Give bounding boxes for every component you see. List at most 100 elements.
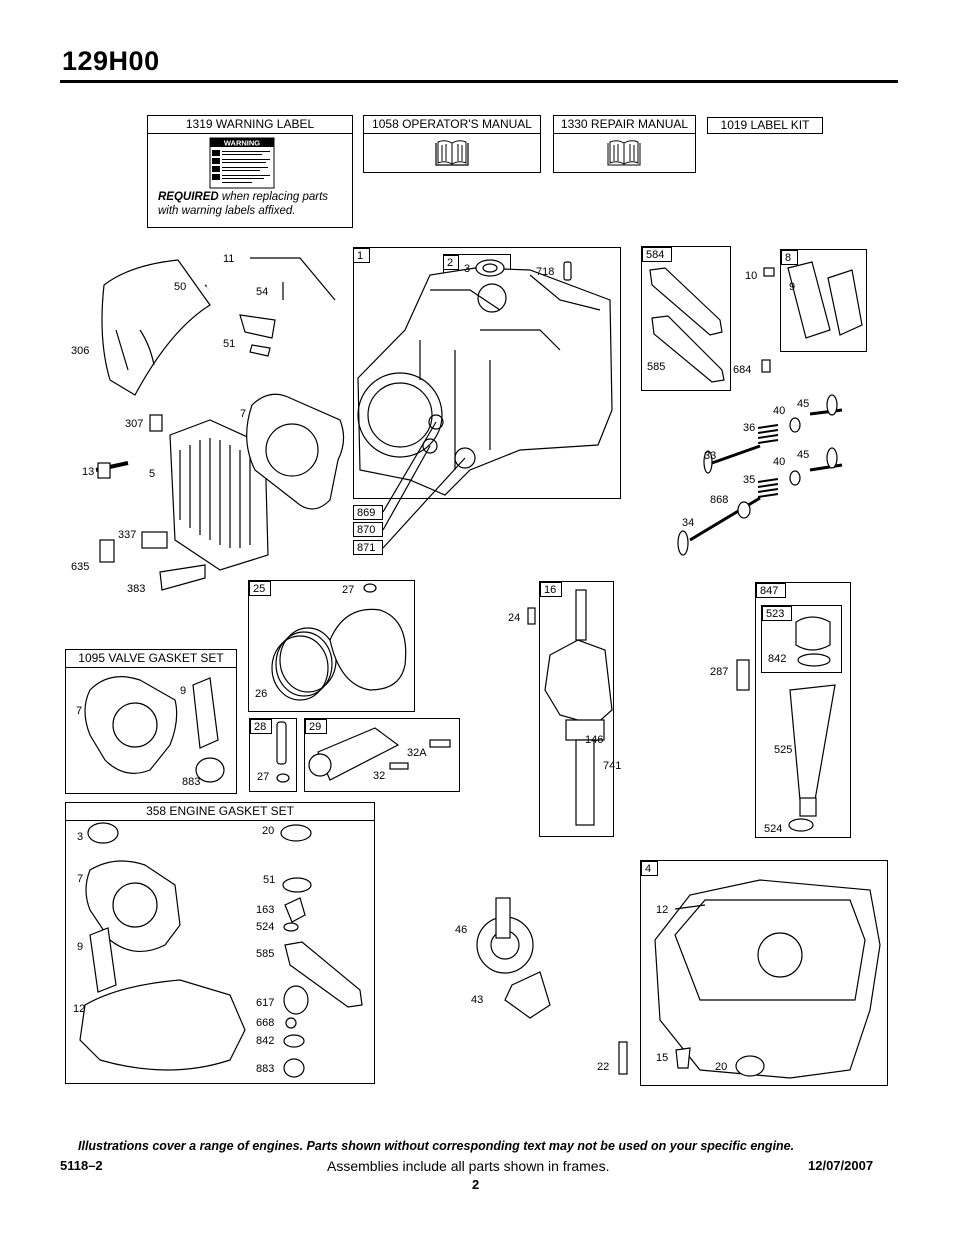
vg-callout-883: 883: [182, 776, 201, 788]
footer-page-number: 2: [472, 1177, 480, 1192]
footer-disclaimer: Illustrations cover a range of engines. …: [78, 1139, 795, 1153]
frame-tag-847: 847: [756, 583, 786, 598]
callout-27-piston: 27: [342, 584, 355, 596]
callout-15: 15: [656, 1052, 669, 1064]
callout-5: 5: [149, 468, 156, 480]
label-kit-title: 1019 LABEL KIT: [720, 118, 810, 132]
head-gasket-7: [246, 393, 345, 510]
engine-gasket-set-title: 358 ENGINE GASKET SET: [66, 803, 374, 821]
callout-585: 585: [647, 361, 666, 373]
callout-54: 54: [256, 286, 269, 298]
pin-28: [276, 721, 290, 783]
callout-842: 842: [768, 653, 787, 665]
dipstick-847: [736, 616, 836, 832]
callout-383: 383: [127, 583, 146, 595]
title-rule: [60, 80, 898, 83]
callout-7: 7: [240, 408, 247, 420]
frame-tag-870: 870: [353, 522, 383, 537]
callout-24: 24: [508, 612, 521, 624]
warning-label-box: 1319 WARNING LABEL WARNING REQUIRED when…: [147, 115, 353, 228]
callout-868: 868: [710, 494, 729, 506]
callout-40-lower: 40: [773, 456, 786, 468]
footer-assemblies-note: Assemblies include all parts shown in fr…: [327, 1158, 610, 1174]
cylinder-block-1: [357, 267, 613, 549]
operators-manual-box: 1058 OPERATOR'S MANUAL: [363, 115, 541, 173]
eg-callout-12: 12: [73, 1003, 86, 1015]
manual-book-icon: [607, 140, 641, 166]
page-title: 129H00: [62, 46, 160, 76]
vg-callout-9: 9: [180, 685, 187, 697]
valves: [677, 394, 843, 556]
frame-tag-523: 523: [762, 606, 792, 621]
callout-635: 635: [71, 561, 90, 573]
callout-12: 12: [656, 904, 669, 916]
warning-label-icon-text: WARNING: [224, 139, 260, 148]
footer-date: 12/07/2007: [808, 1158, 874, 1173]
frame-tag-871: 871: [353, 540, 383, 555]
eg-callout-20: 20: [262, 825, 275, 837]
eg-callout-7: 7: [77, 873, 84, 885]
callout-10: 10: [745, 270, 758, 282]
callout-33: 33: [704, 450, 717, 462]
repair-manual-box: 1330 REPAIR MANUAL: [553, 115, 696, 173]
eg-callout-524: 524: [256, 921, 275, 933]
frame-tag-1: 1: [353, 248, 370, 263]
eg-callout-3: 3: [77, 831, 84, 843]
valve-gasket-set-title: 1095 VALVE GASKET SET: [66, 650, 236, 668]
repair-manual-title: 1330 REPAIR MANUAL: [554, 116, 695, 134]
frame-tag-29: 29: [305, 719, 327, 734]
breather-8: [761, 261, 863, 373]
callout-287: 287: [710, 666, 729, 678]
callout-337: 337: [118, 529, 137, 541]
required-word: REQUIRED: [158, 191, 219, 203]
frame-tag-2: 2: [443, 255, 459, 270]
required-text: when replacing parts with warning labels…: [158, 191, 329, 217]
crankshaft-16: [527, 589, 613, 826]
shroud-306: [101, 259, 211, 396]
engine-gasket-set-parts: [79, 822, 363, 1078]
callout-11: 11: [223, 253, 235, 265]
callout-9: 9: [789, 281, 796, 293]
eg-callout-9: 9: [77, 941, 84, 953]
callout-40-upper: 40: [773, 405, 786, 417]
callout-741: 741: [603, 760, 622, 772]
callout-43: 43: [471, 994, 484, 1006]
frame-tag-869: 869: [353, 505, 383, 520]
cylinder-head-5: [95, 414, 269, 571]
callout-34: 34: [682, 517, 695, 529]
piston-25: [271, 583, 407, 701]
callout-718: 718: [536, 266, 555, 278]
pipe-11-50: [204, 257, 336, 357]
camshaft-46: [476, 897, 628, 1075]
callout-525: 525: [774, 744, 793, 756]
manual-book-icon: [435, 140, 469, 166]
callout-36: 36: [743, 422, 756, 434]
pin-718: [563, 261, 572, 281]
spark-plug-337: [99, 531, 206, 591]
callout-50: 50: [174, 281, 187, 293]
callout-26: 26: [255, 688, 268, 700]
frame-tag-8: 8: [781, 250, 798, 265]
callout-22: 22: [597, 1061, 610, 1073]
callout-306: 306: [71, 345, 90, 357]
eg-callout-585: 585: [256, 948, 275, 960]
eg-callout-842: 842: [256, 1035, 275, 1047]
callout-32: 32: [373, 770, 386, 782]
warning-required-note: REQUIRED when replacing parts with warni…: [158, 190, 348, 218]
frame-tag-16: 16: [540, 582, 562, 597]
callout-45-lower: 45: [797, 449, 810, 461]
warning-label-icon: WARNING: [209, 137, 275, 189]
callout-307: 307: [125, 418, 144, 430]
callout-51: 51: [223, 338, 236, 350]
operators-manual-title: 1058 OPERATOR'S MANUAL: [364, 116, 540, 134]
frame-tag-28: 28: [250, 719, 272, 734]
warning-label-title: 1319 WARNING LABEL: [148, 116, 352, 134]
callout-20: 20: [715, 1061, 728, 1073]
eg-callout-668: 668: [256, 1017, 275, 1029]
eg-callout-163: 163: [256, 904, 275, 916]
sump-4: [654, 879, 881, 1079]
callout-32a: 32A: [407, 747, 427, 759]
callout-13: 13: [82, 466, 95, 478]
callout-27-pin: 27: [257, 771, 270, 783]
